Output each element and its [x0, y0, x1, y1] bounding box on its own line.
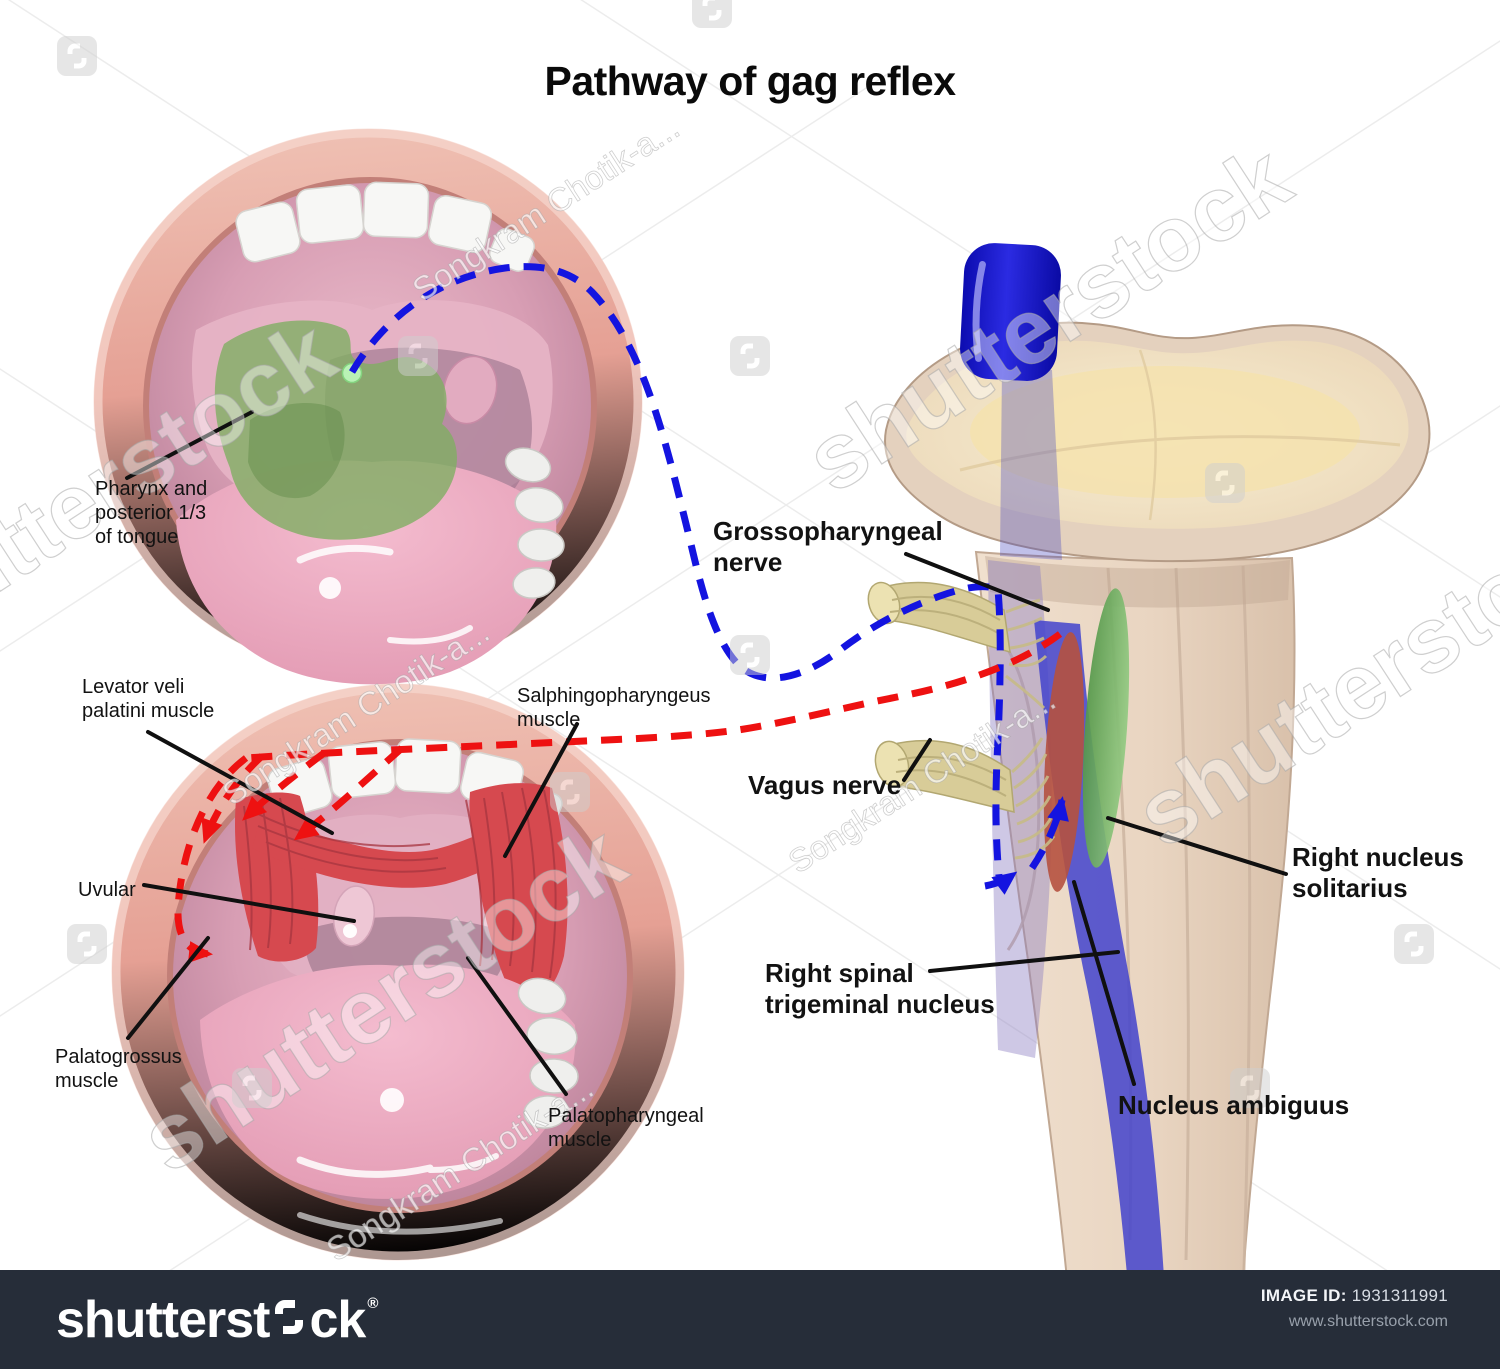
label-palatogrossus: Palatogrossus muscle [55, 1046, 182, 1092]
label-pointer-lines [125, 410, 1288, 1096]
website-url: www.shutterstock.com [1288, 1313, 1448, 1330]
footer-bar: shutterst ck ® IMAGE ID: 1931311991 www.… [0, 1270, 1500, 1369]
molars [504, 447, 565, 599]
label-nucleus-ambiguus: Nucleus ambiguus [1118, 1090, 1350, 1120]
image-id-label: IMAGE ID: [1260, 1286, 1347, 1305]
label-spinal-trigeminal-nucleus: Right spinal trigeminal nucleus [765, 958, 995, 1019]
uvula [442, 355, 498, 425]
registered-mark: ® [367, 1294, 378, 1312]
logo-text-pre: shutterst [56, 1291, 270, 1349]
anatomy-illustration: shutterstock shutterstock shutterstock s… [0, 0, 1500, 1270]
label-levator-veli-palatini: Levator veli palatini muscle [82, 676, 215, 722]
label-glossopharyngeal-nerve: Grossopharyngeal nerve [713, 516, 943, 577]
tongue [200, 964, 576, 1199]
diagram-title: Pathway of gag reflex [544, 58, 956, 104]
nucleus-solitarius-shape [1082, 588, 1130, 868]
open-mouth-motor-illustration [111, 683, 685, 1261]
label-palatopharyngeal: Palatopharyngeal muscle [548, 1105, 704, 1151]
label-pharynx: Pharynx and posterior 1/3 of tongue [95, 478, 208, 548]
label-uvular: Uvular [78, 879, 136, 901]
blue-probe [960, 243, 1061, 381]
label-nucleus-solitarius: Right nucleus solitarius [1292, 842, 1464, 903]
image-id-value: 1931311991 [1351, 1286, 1448, 1305]
pharynx-sensory-zone [214, 320, 457, 540]
molars [517, 977, 579, 1129]
shutterstock-logo-icon [272, 1294, 306, 1346]
afferent-pathway-blue [348, 263, 1069, 895]
label-vagus-nerve: Vagus nerve [748, 770, 902, 800]
upper-teeth [235, 181, 536, 272]
glossopharyngeal-nerve-root [867, 581, 1011, 654]
logo-text-post: ck [309, 1291, 366, 1349]
brainstem-illustration [867, 243, 1431, 1270]
efferent-pathway-red [174, 631, 1063, 963]
spinal-trigeminal-tract [988, 560, 1052, 1058]
label-salphingopharyngeus: Salphingopharyngeus muscle [517, 685, 711, 731]
shutterstock-logo: shutterst ck ® [56, 1291, 378, 1349]
image-id: IMAGE ID: 1931311991 [1261, 1286, 1448, 1306]
